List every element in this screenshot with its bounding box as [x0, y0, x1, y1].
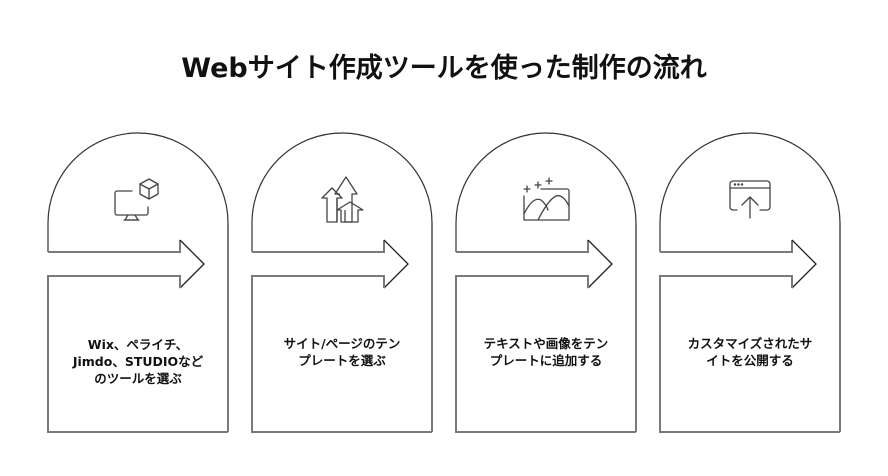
- step-card: [251, 132, 433, 433]
- step-label-line: テキストや画像をテン: [483, 336, 609, 351]
- arrow-head: [179, 239, 205, 289]
- image-sparkle-icon: [523, 177, 570, 221]
- arrow-shaft-top: [456, 240, 589, 253]
- growth-arrows-icon: [321, 176, 364, 223]
- step-label-line: プレートを選ぶ: [298, 353, 386, 368]
- card-body: [47, 275, 228, 433]
- card-arch: [455, 132, 637, 252]
- step-label: サイト/ページのテンプレートを選ぶ: [257, 335, 427, 369]
- monitor-cube-icon: [114, 178, 159, 221]
- browser-upload-icon: [729, 180, 771, 219]
- step-card: [47, 132, 229, 433]
- card-arch: [251, 132, 433, 252]
- card-body: [251, 275, 432, 433]
- step-label-line: プレートに追加する: [489, 353, 603, 368]
- arrow-head: [383, 239, 409, 289]
- step-label-line: のツールを選ぶ: [94, 370, 182, 386]
- arrow-shaft-top: [252, 240, 385, 253]
- arrow-head: [587, 239, 613, 289]
- card-arch: [47, 132, 229, 252]
- step-label-line: イトを公開する: [706, 353, 794, 368]
- step-card: [455, 132, 637, 433]
- step-label-line: Wix、ペライチ、: [87, 336, 189, 352]
- step-label: Wix、ペライチ、Jimdo、STUDIOなどのツールを選ぶ: [53, 336, 223, 387]
- step-label-line: サイト/ページのテン: [283, 336, 401, 351]
- arrow-shaft-top: [48, 240, 181, 253]
- step-label: カスタマイズされたサイトを公開する: [665, 335, 835, 369]
- step-label-line: カスタマイズされたサ: [687, 336, 813, 351]
- card-body: [659, 275, 840, 433]
- card-arch: [659, 132, 841, 252]
- card-body: [455, 275, 636, 433]
- arrow-shaft-top: [660, 240, 793, 253]
- step-label-line: Jimdo、STUDIOなど: [72, 353, 204, 369]
- page-title: Webサイト作成ツールを使った制作の流れ: [181, 53, 707, 84]
- step-label: テキストや画像をテンプレートに追加する: [461, 335, 631, 369]
- step-card: [659, 132, 841, 433]
- arrow-head: [791, 239, 817, 289]
